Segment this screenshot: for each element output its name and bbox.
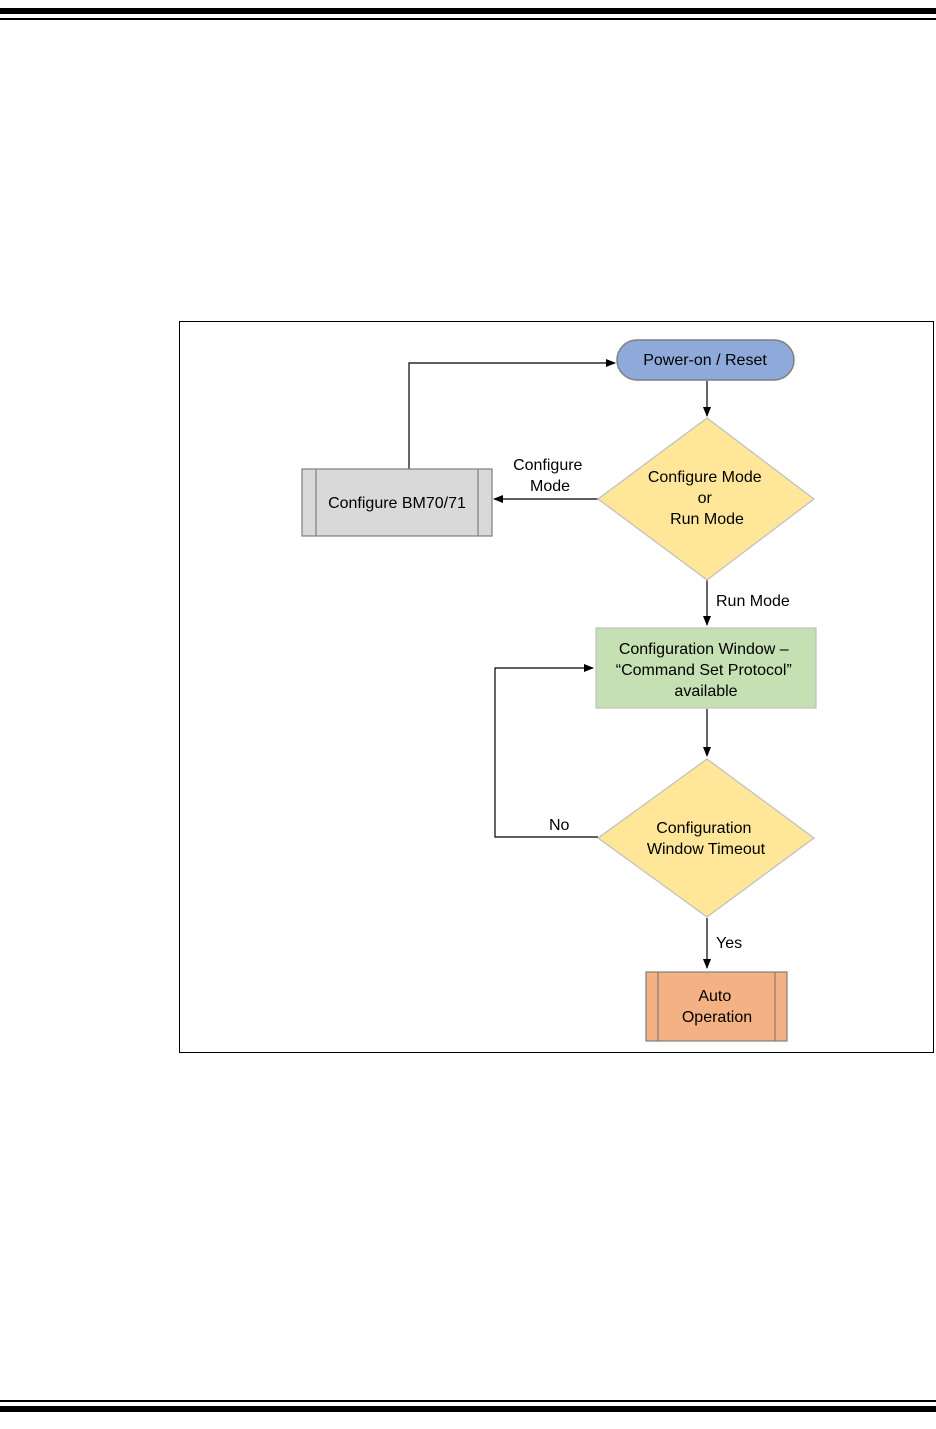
flowchart-frame: Power-on / Reset Configure Mode or Run M… xyxy=(179,321,934,1053)
timeout-decision-label: Configuration Window Timeout xyxy=(647,820,766,858)
bottom-rule-thin xyxy=(0,1400,936,1402)
edge-no-loop xyxy=(494,664,598,838)
config-window-shape xyxy=(595,627,817,709)
edge-label-no: No xyxy=(549,817,570,834)
mode-decision-shape xyxy=(596,417,815,581)
config-window-label: Configuration Window – “Command Set Prot… xyxy=(616,641,797,700)
edge-label-configure-mode: Configure Mode xyxy=(513,457,587,495)
edge-configure-bm-loop-to-start xyxy=(408,359,616,481)
configure-bm-label: Configure BM70/71 xyxy=(328,495,466,512)
top-rule-thick xyxy=(0,8,936,14)
flowchart-svg: Power-on / Reset Configure Mode or Run M… xyxy=(301,339,817,1042)
edge-label-run-mode: Run Mode xyxy=(716,593,790,610)
top-rule-thin xyxy=(0,18,936,20)
auto-operation-label: Auto Operation xyxy=(682,988,752,1026)
timeout-decision-shape xyxy=(596,758,816,918)
auto-operation-shape xyxy=(645,971,788,1042)
mode-decision-label: Configure Mode or Run Mode xyxy=(648,469,766,528)
start-node-label: Power-on / Reset xyxy=(643,352,767,369)
edge-label-yes: Yes xyxy=(716,935,742,952)
bottom-rule-thick xyxy=(0,1406,936,1412)
start-node-shape xyxy=(616,339,795,381)
configure-bm-shape xyxy=(301,468,493,537)
